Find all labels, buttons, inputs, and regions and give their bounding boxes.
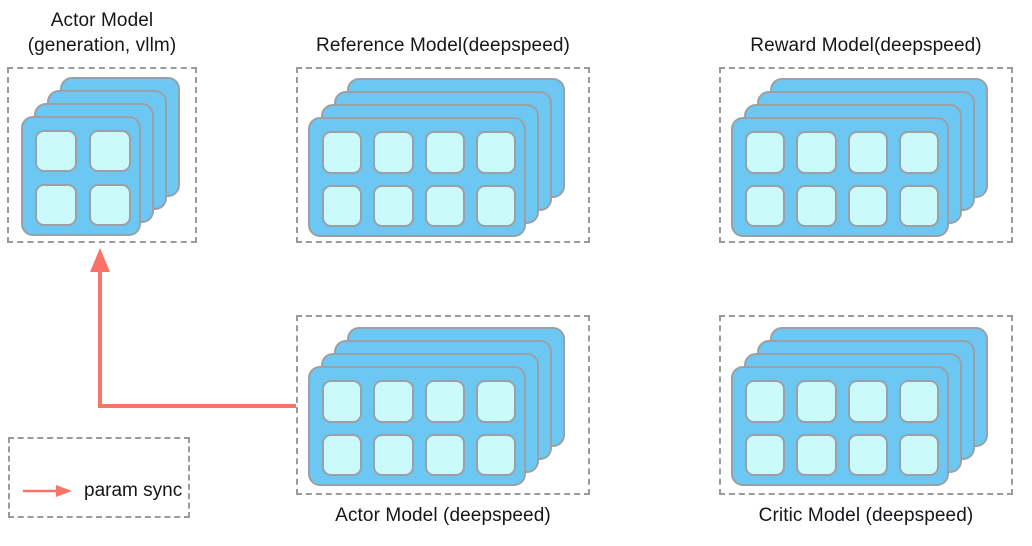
cell [424, 433, 465, 476]
cell [89, 130, 131, 172]
cell-grid-reward [745, 131, 939, 227]
cell [322, 131, 363, 174]
cell [796, 184, 837, 227]
card-layer-1 [308, 117, 526, 237]
cell [796, 433, 837, 476]
panel-caption-reward: Reward Model(deepspeed) [750, 35, 982, 56]
cell [373, 380, 414, 423]
cell [745, 380, 786, 423]
cell [424, 184, 465, 227]
cell [373, 184, 414, 227]
panel-caption-actor-deepspeed: Actor Model (deepspeed) [335, 505, 551, 526]
card-layer-1 [731, 117, 949, 237]
panel-reward [719, 67, 1013, 243]
legend-row-param-sync: param sync [10, 480, 182, 502]
panel-caption-reference: Reference Model(deepspeed) [316, 35, 570, 56]
cell [35, 130, 77, 172]
cell [898, 433, 939, 476]
panel-actor-vllm [7, 67, 197, 243]
param-sync-legend-arrow-icon [23, 484, 72, 497]
card-layer-1 [731, 366, 949, 486]
cell [475, 131, 516, 174]
cell [89, 184, 131, 226]
cell [424, 131, 465, 174]
card-layer-1 [308, 366, 526, 486]
panel-reference [296, 67, 590, 243]
cell-grid-critic [745, 380, 939, 476]
legend-box: param sync [8, 437, 190, 518]
cell-grid-actor-deepspeed [322, 380, 516, 476]
cell [745, 184, 786, 227]
cell [373, 433, 414, 476]
cell [898, 131, 939, 174]
cell [745, 131, 786, 174]
cell [847, 131, 888, 174]
cell [475, 184, 516, 227]
param-sync-arrow-head [90, 248, 110, 272]
panel-critic [719, 315, 1013, 495]
cell-grid-actor-vllm [35, 130, 131, 226]
cell [898, 184, 939, 227]
cell [847, 380, 888, 423]
cell [424, 380, 465, 423]
panel-actor-deepspeed [296, 315, 590, 495]
cell [322, 184, 363, 227]
cell [898, 380, 939, 423]
cell [322, 433, 363, 476]
cell [475, 380, 516, 423]
cell [35, 184, 77, 226]
cell [847, 433, 888, 476]
cell [475, 433, 516, 476]
cell [796, 131, 837, 174]
card-layer-1 [21, 116, 141, 236]
param-sync-arrow-line [98, 268, 296, 408]
cell [373, 131, 414, 174]
cell [322, 380, 363, 423]
cell [796, 380, 837, 423]
cell [745, 433, 786, 476]
panel-caption-actor-vllm: Actor Model (generation, vllm) [27, 10, 177, 56]
cell [847, 184, 888, 227]
legend-label-param-sync: param sync [84, 479, 183, 501]
panel-caption-critic: Critic Model (deepspeed) [758, 505, 974, 526]
cell-grid-reference [322, 131, 516, 227]
